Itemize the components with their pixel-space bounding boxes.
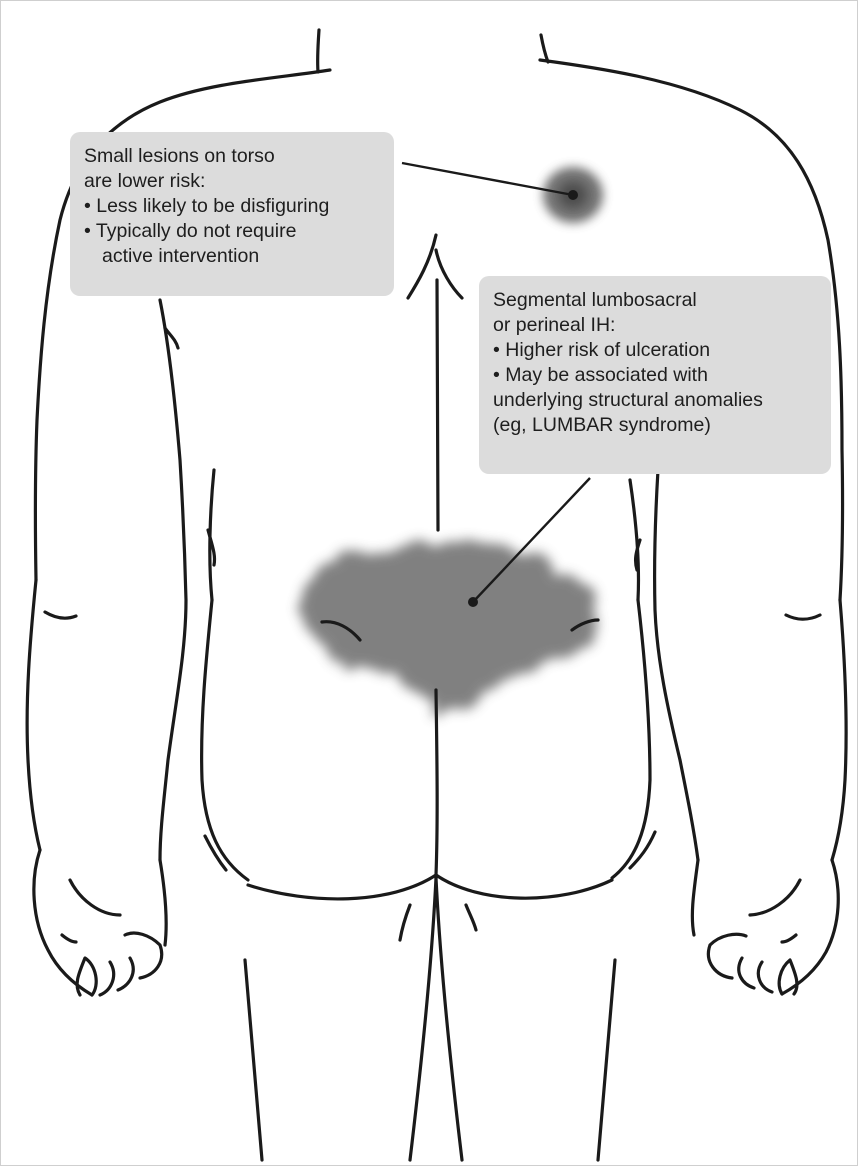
torso-callout-bullet-2: • Typically do not require (84, 219, 380, 244)
torso-callout-title-1: Small lesions on torso (84, 144, 380, 169)
lumbo-callout-bullet-2: • May be associated with (493, 363, 817, 388)
lumbosacral-callout: Segmental lumbosacral or perineal IH: • … (479, 276, 831, 474)
torso-callout-bullet-1: • Less likely to be disfiguring (84, 194, 380, 219)
torso-callout-title-2: are lower risk: (84, 169, 380, 194)
lumbo-callout-bullet-1: • Higher risk of ulceration (493, 338, 817, 363)
lumbosacral-pointer-dot (468, 597, 478, 607)
torso-leader-line (402, 163, 573, 195)
torso-callout-bullet-2-cont: active intervention (84, 244, 380, 269)
lumbo-callout-bullet-2-cont-2: (eg, LUMBAR syndrome) (493, 413, 817, 438)
lumbo-callout-title-1: Segmental lumbosacral (493, 288, 817, 313)
lumbo-callout-title-2: or perineal IH: (493, 313, 817, 338)
lumbo-callout-bullet-2-cont: underlying structural anomalies (493, 388, 817, 413)
torso-pointer-dot (568, 190, 578, 200)
torso-callout: Small lesions on torso are lower risk: •… (70, 132, 394, 296)
